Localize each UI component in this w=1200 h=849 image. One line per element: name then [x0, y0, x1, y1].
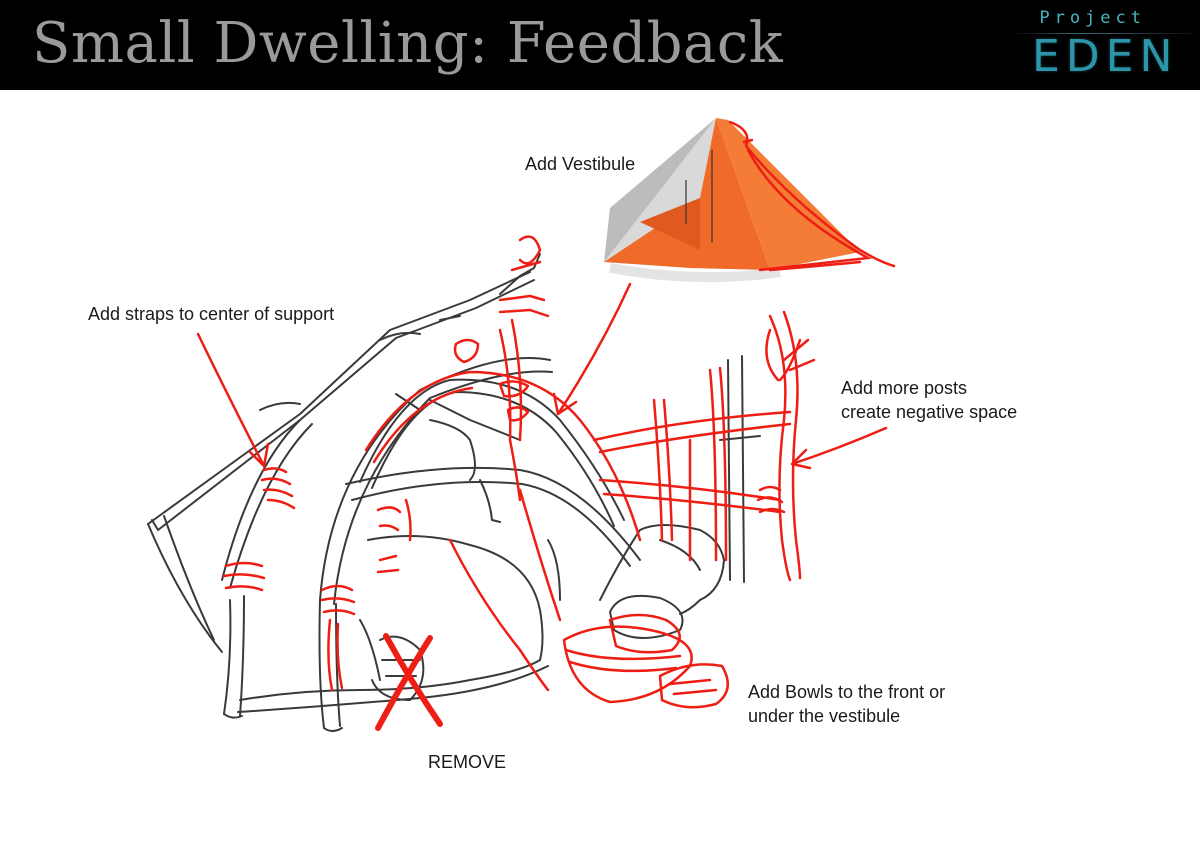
- note-add-bowls-line-2: under the vestibule: [748, 706, 901, 726]
- remove-cross-mark: [375, 633, 443, 731]
- header-bar: Small Dwelling: Feedback Project EDEN: [0, 0, 1200, 90]
- page-title: Small Dwelling: Feedback: [32, 11, 784, 76]
- vestibule-redline: [728, 120, 896, 272]
- logo-eden-text: EDEN: [1032, 31, 1179, 82]
- vestibule-reference-photo: [604, 118, 860, 283]
- note-add-posts-line-2: create negative space: [841, 402, 1018, 422]
- redline-overlay: [196, 235, 888, 709]
- note-remove: REMOVE: [428, 752, 507, 772]
- note-add-posts-line-1: Add more posts: [841, 378, 968, 398]
- note-add-posts: Add more posts create negative space: [841, 376, 1017, 424]
- note-add-vestibule: Add Vestibule: [525, 154, 636, 174]
- note-add-bowls-line-1: Add Bowls to the front or: [748, 682, 946, 702]
- note-add-straps: Add straps to center of support: [88, 304, 335, 324]
- tent-sketch: [147, 118, 896, 732]
- logo-divider: [1008, 33, 1192, 34]
- project-eden-logo: Project EDEN: [1008, 6, 1192, 84]
- note-add-bowls: Add Bowls to the front or under the vest…: [748, 680, 945, 728]
- logo-project-text: Project: [1039, 8, 1146, 28]
